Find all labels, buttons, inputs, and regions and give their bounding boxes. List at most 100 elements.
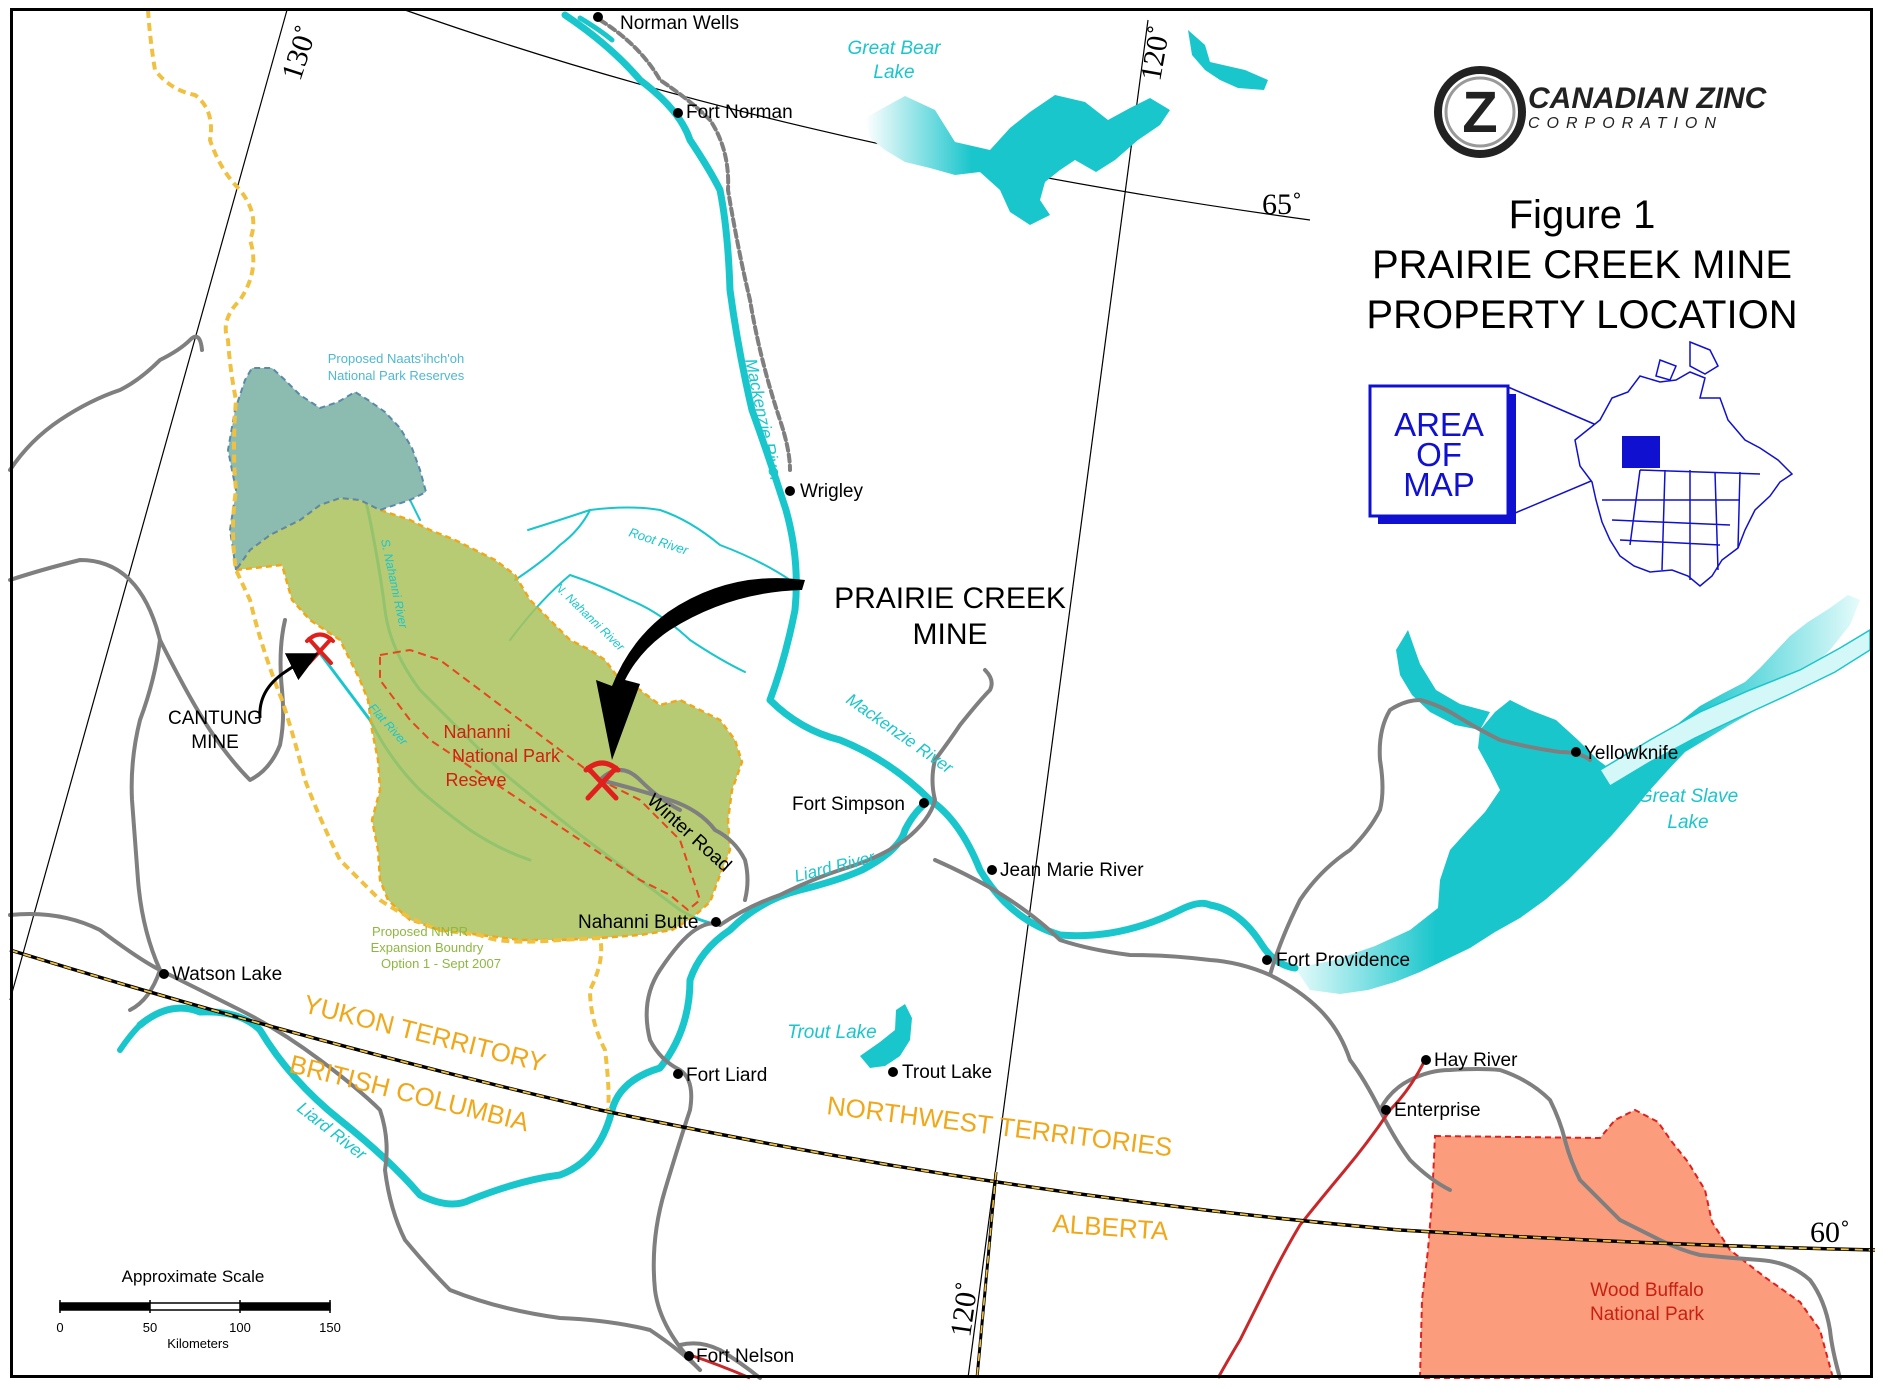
cantung-label-1: CANTUNG [168,708,262,729]
great-slave-lake-label-2: Lake [1667,812,1708,833]
mackenzie-river-label-2: Mackenzie River [843,690,958,778]
fort-norman-label: Fort Norman [686,102,793,123]
watson-lake-marker [159,969,169,979]
jean-marie-river-marker [987,865,997,875]
scale-tick-150: 150 [319,1320,341,1335]
rivers [117,11,1299,1208]
mackenzie-river [561,11,1299,972]
prairie-creek-arrow [596,578,805,760]
figure-title-line2: PROPERTY LOCATION [1366,293,1797,337]
prairie-creek-label-1: PRAIRIE CREEK [834,582,1066,615]
trout-lake-town-label: Trout Lake [902,1062,992,1083]
cantung-arrow [258,653,319,719]
road-cantung [158,618,287,782]
inset-line1: AREA [1394,406,1484,443]
prairie-creek-label-2: MINE [913,618,988,651]
fort-providence-marker [1262,955,1272,965]
60-parallel-border-inner [9,949,1876,1251]
parks [226,367,1835,1379]
inset-box [1368,384,1510,518]
great-bear-lake-arm [1188,30,1268,90]
latitude-65-line [404,9,1311,221]
mackenzie-river-delta [577,15,615,43]
great-slave-lake-north-arm [1396,630,1490,730]
mine-arrows [258,578,805,760]
nnpr-expansion-area [233,496,744,942]
nahanni-label-3: Reseve [445,770,506,790]
trout-lake-water-label: Trout Lake [787,1022,876,1043]
road-norman-wells [598,18,792,472]
road-liard-hwy [718,668,994,927]
logo-name-line1: CANADIAN ZINC [1528,82,1768,115]
logo-letter: Z [1462,80,1497,145]
jean-marie-river-label: Jean Marie River [1000,860,1144,881]
yellowknife-label: Yellowknife [1584,743,1678,764]
wood-buffalo-label-2: National Park [1590,1304,1705,1325]
inset-line2: OF [1416,436,1462,473]
settlement-markers [159,12,1581,1361]
north-america-outline [1574,340,1794,587]
root-river-trib [514,509,591,581]
root-river-label: Root River [627,525,691,558]
longitude-120-line [967,19,1149,1379]
trout-lake-marker [888,1067,898,1077]
logo-ring [1434,66,1526,158]
nnpr-label-3: Option 1 - Sept 2007 [381,956,501,971]
scale-title: Approximate Scale [122,1267,265,1286]
great-slave-lake-label-1: Great Slave [1638,786,1738,807]
naats-label-1: Proposed Naats'ihch'oh [328,351,465,366]
liard-river-label-2: Liard River [294,1098,372,1164]
lon-120-bottom-label: 120˚ [944,1280,984,1339]
inset-line3: MAP [1403,466,1475,503]
scale-tick-50: 50 [143,1320,157,1335]
root-river [527,506,791,581]
nnpr-label-1: Proposed NNPR [372,924,468,939]
n-nahanni-river [509,574,746,673]
wood-buffalo-park [1418,1108,1835,1379]
fort-providence-label: Fort Providence [1276,950,1410,971]
road-fort-nelson-north [644,921,722,1372]
road-providence-yellowknife [1268,698,1592,977]
watson-lake-label: Watson Lake [172,964,282,985]
nnpr-label-2: Expansion Boundry [371,940,484,955]
enterprise-marker [1381,1105,1391,1115]
nahanni-label-1: Nahanni [443,722,510,742]
alberta-label: ALBERTA [1052,1208,1171,1246]
scale-unit: Kilometers [167,1336,229,1351]
road-yukon-west [8,334,204,472]
bc-alberta-border-inner [976,1171,997,1379]
nahanni-label-2: National Park [452,746,561,766]
scale-tick-0: 0 [56,1320,63,1335]
wood-buffalo-label-1: Wood Buffalo [1590,1280,1703,1301]
inset-locator [1368,340,1794,587]
lat-60-label: 60˚ [1810,1216,1850,1249]
nahanni-butte-label: Nahanni Butte [578,912,698,933]
norman-wells-label: Norman Wells [620,13,739,34]
fort-norman-marker [673,108,683,118]
road-yukon-north [8,558,162,1012]
naats-park-reserve [226,367,428,573]
cantung-mine-symbol [305,632,335,665]
area-of-map-indicator [1622,436,1660,468]
hay-river-label: Hay River [1434,1050,1518,1071]
yukon-river-west [117,1022,143,1053]
longitude-130-line [9,9,288,1001]
prairie-creek-mine-symbol [583,760,621,801]
norman-wells-marker [593,12,603,22]
hay-river-marker [1421,1055,1431,1065]
scale-tick-100: 100 [229,1320,251,1335]
road-winter [598,778,750,902]
great-bear-lake [865,95,1170,225]
fort-liard-label: Fort Liard [686,1065,767,1086]
nahanni-reserve-boundary [379,648,702,912]
trout-lake [860,1004,912,1068]
great-bear-lake-label-2: Lake [873,62,914,83]
nwt-label: NORTHWEST TERRITORIES [825,1090,1174,1162]
yellowknife-marker [1571,747,1581,757]
figure-title-line1: PRAIRIE CREEK MINE [1372,243,1792,287]
road-fort-nelson-west [678,1341,762,1380]
lon-130-label: 130˚ [275,22,323,85]
road-alaska-hwy [8,912,702,1372]
fort-simpson-marker [919,798,929,808]
